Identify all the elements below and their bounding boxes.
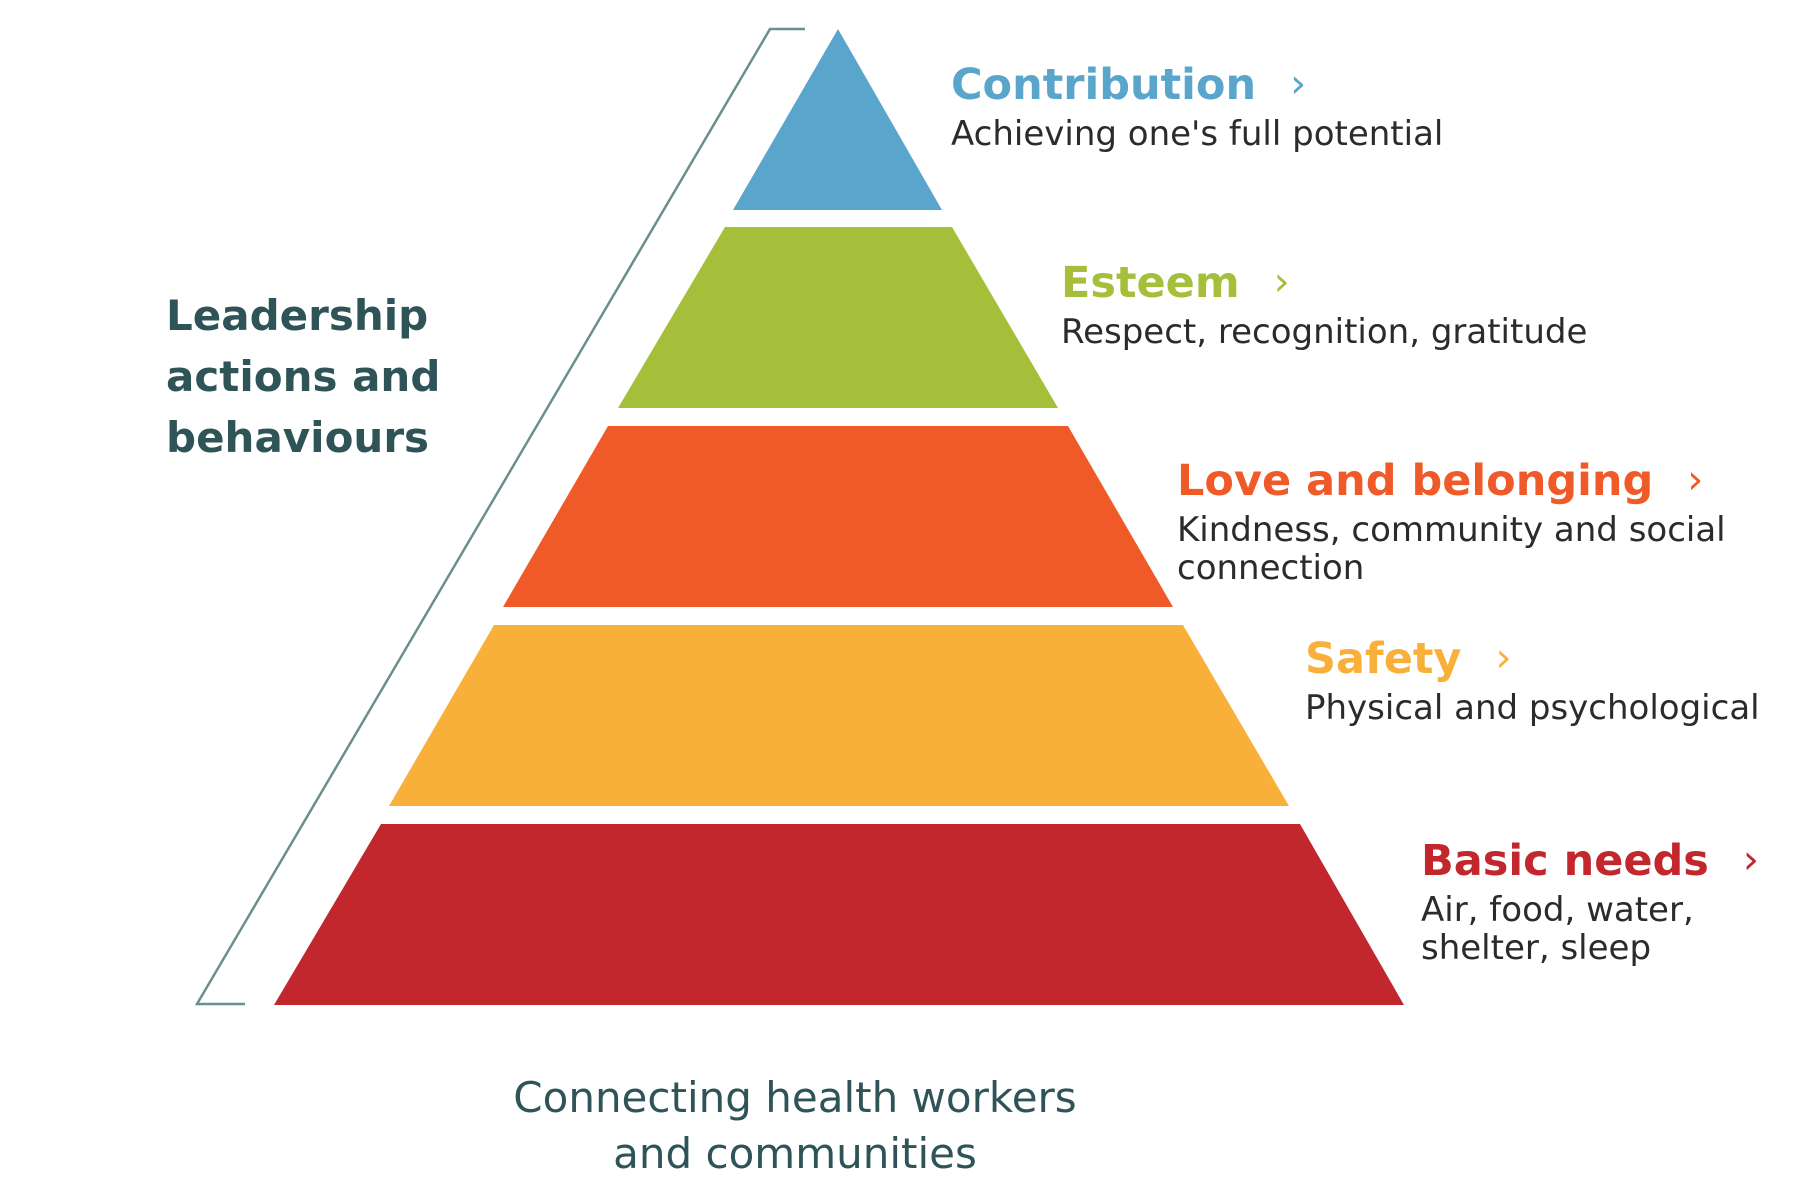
level-title[interactable]: Basic needs › [1421,832,1759,889]
footer-caption: Connecting health workers and communitie… [420,1070,1170,1182]
chevron-right-icon[interactable]: › [1273,259,1290,305]
chevron-right-icon[interactable]: › [1687,457,1704,503]
level-description: Air, food, water, shelter, sleep [1421,890,1694,968]
level-description: Kindness, community and social connectio… [1177,510,1726,588]
chevron-right-icon[interactable]: › [1290,61,1307,107]
level-contribution[interactable]: Contribution › Achieving one's full poten… [951,56,1443,153]
leadership-label-line: actions and [166,352,441,401]
leadership-bracket [194,27,805,1006]
level-esteem[interactable]: Esteem › Respect, recognition, gratitude [1061,254,1587,351]
level-description: Physical and psychological [1305,688,1760,728]
pyramid-tier-esteem[interactable] [618,227,1058,408]
level-title-text: Basic needs [1421,836,1709,886]
level-title[interactable]: Love and belonging › [1177,452,1777,509]
level-title-text: Contribution [951,60,1257,110]
level-title-text: Safety [1305,634,1462,684]
level-title[interactable]: Esteem › [1061,254,1587,311]
level-love-and-belonging[interactable]: Love and belonging › Kindness, community … [1177,452,1777,587]
level-safety[interactable]: Safety › Physical and psychological [1305,630,1760,727]
leadership-label-line: behaviours [166,413,430,462]
leadership-label-line: Leadership [166,291,429,340]
pyramid-tier-contribution[interactable] [733,29,942,210]
level-description: Respect, recognition, gratitude [1061,312,1588,352]
pyramid-tier-safety[interactable] [389,625,1289,806]
level-title[interactable]: Safety › [1305,630,1760,687]
footer-caption-line: Connecting health workers [513,1073,1077,1122]
level-basic-needs[interactable]: Basic needs › Air, food, water, shelter, … [1421,832,1759,968]
level-title[interactable]: Contribution › [951,56,1443,113]
level-title-text: Love and belonging [1177,456,1654,506]
chevron-right-icon[interactable]: › [1495,635,1512,681]
pyramid-tier-basic-needs[interactable] [274,824,1404,1005]
level-title-text: Esteem [1061,258,1240,308]
footer-caption-line: and communities [613,1129,977,1178]
level-description: Achieving one's full potential [951,114,1444,154]
chevron-right-icon[interactable]: › [1742,837,1759,883]
leadership-label: Leadership actions and behaviours [166,285,486,468]
pyramid-tier-love-and-belonging[interactable] [503,426,1173,607]
